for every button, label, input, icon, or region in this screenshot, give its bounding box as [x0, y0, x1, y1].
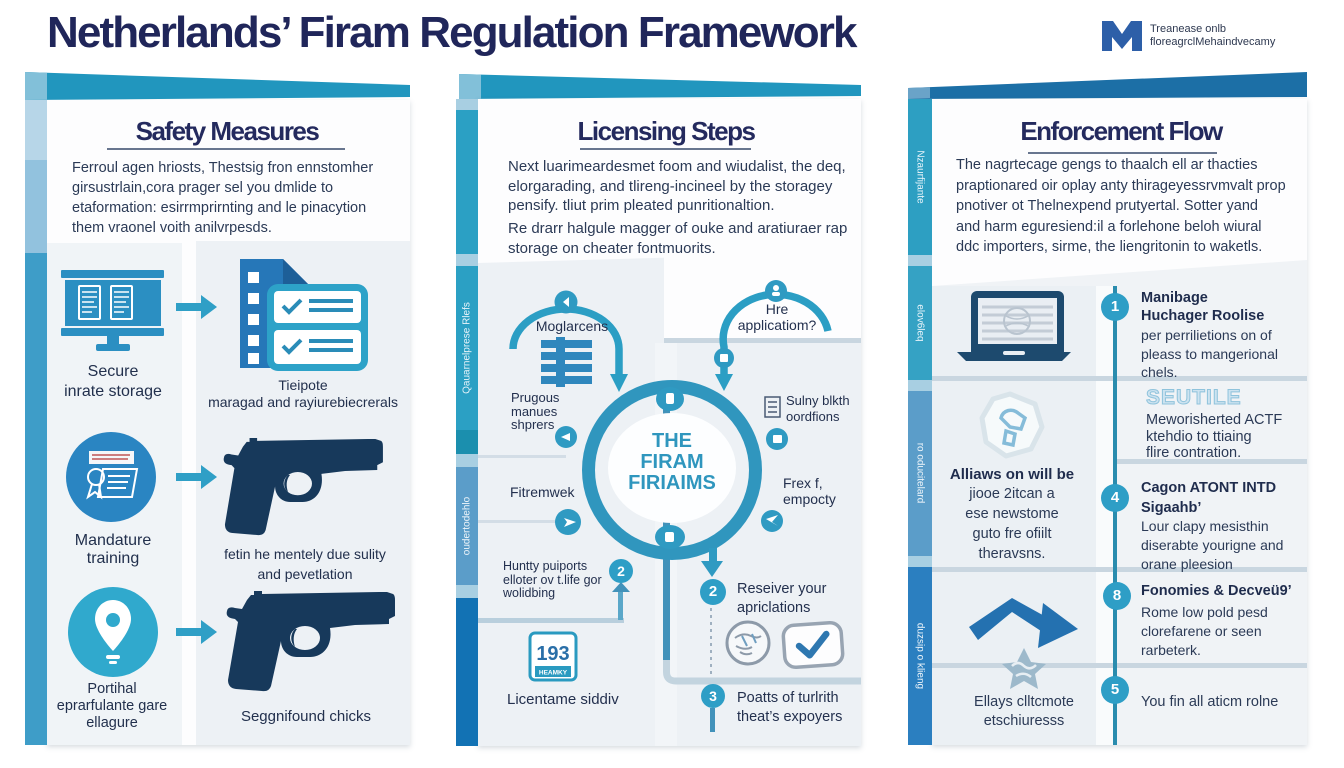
svg-text:193: 193 — [536, 643, 569, 665]
svg-text:HEAMKY: HEAMKY — [539, 670, 568, 677]
